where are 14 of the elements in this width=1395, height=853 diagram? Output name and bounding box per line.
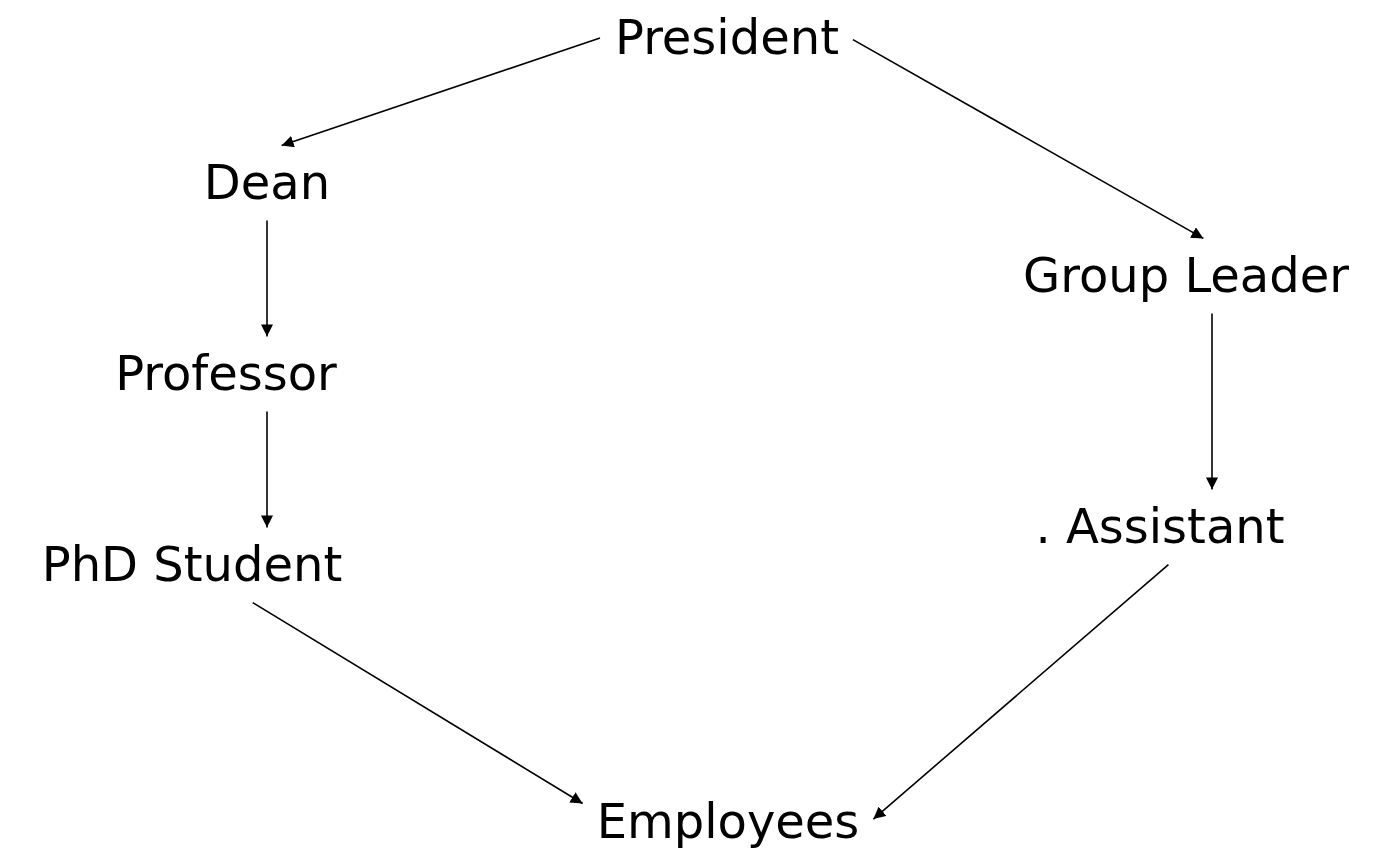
arrow: [261, 219, 273, 338]
arrow: [1206, 312, 1218, 491]
arrow: [251, 601, 584, 805]
role-label: PhD Student: [27, 527, 357, 603]
arrow: [872, 563, 1170, 820]
arrow: [261, 410, 273, 529]
arrow: [280, 37, 601, 148]
arrow: [852, 38, 1205, 240]
role-label: . Assistant: [1021, 489, 1299, 565]
role-label: Employees: [582, 784, 874, 853]
role-label: Dean: [189, 145, 345, 221]
role-label: Professor: [101, 336, 351, 412]
role-label: Group Leader: [1009, 238, 1363, 314]
role-label: President: [601, 0, 853, 76]
